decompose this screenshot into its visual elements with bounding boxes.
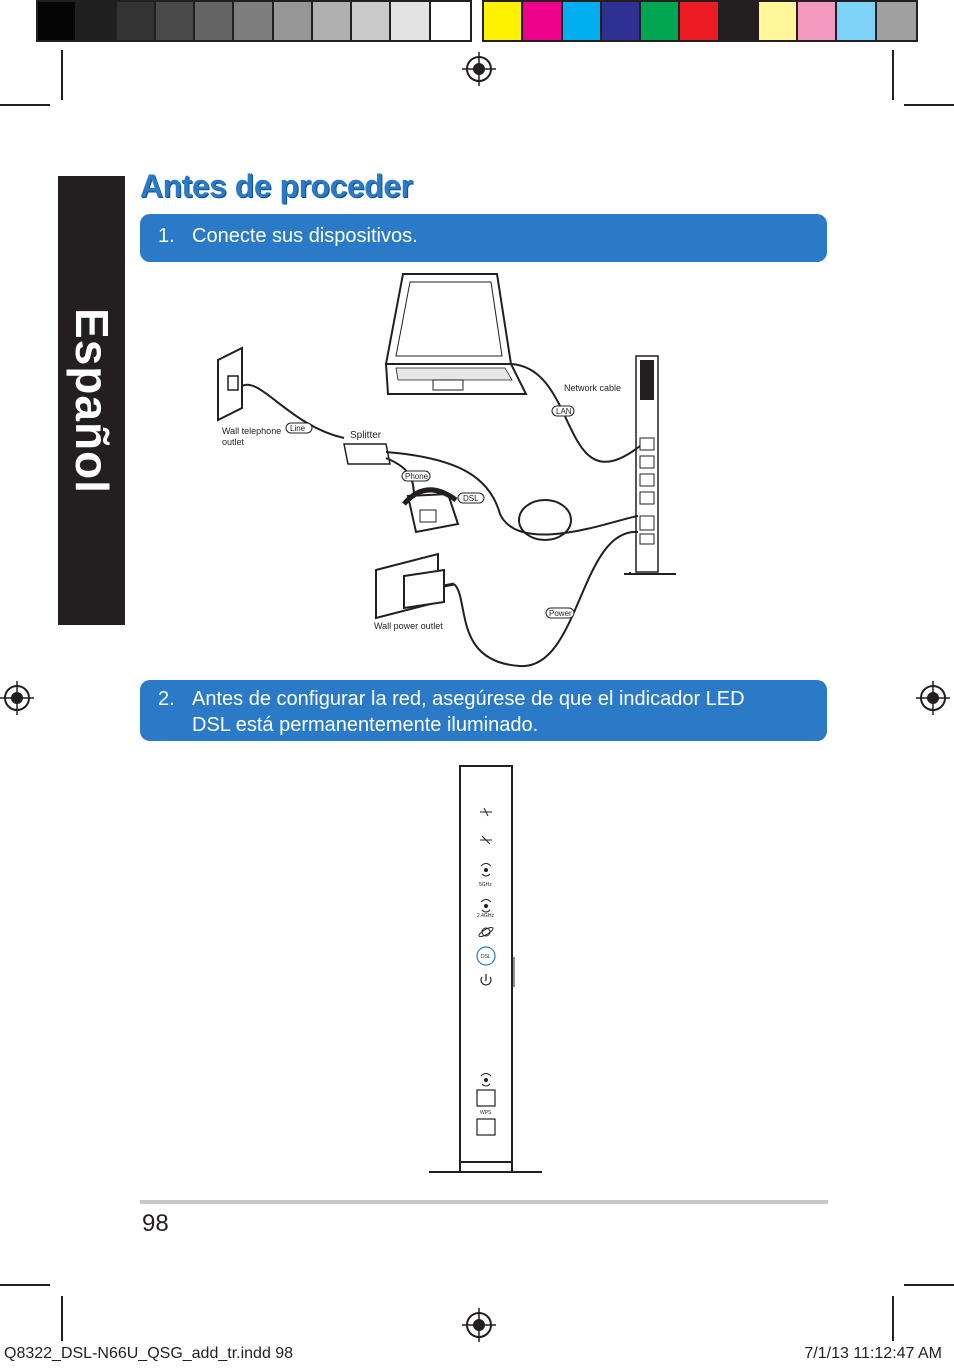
registration-mark-icon bbox=[916, 681, 950, 715]
color-swatch bbox=[273, 2, 313, 40]
color-swatch bbox=[758, 2, 799, 40]
slug-datetime: 7/1/13 11:12:47 AM bbox=[804, 1345, 942, 1362]
wall-telephone-label-2: outlet bbox=[222, 437, 245, 447]
wall-telephone-label: Wall telephone bbox=[222, 426, 281, 436]
led-24ghz-label: 2.4GHz bbox=[477, 913, 494, 919]
router-front-diagram: 5GHz 2.4GHz DSL WPS bbox=[429, 765, 542, 1173]
trim-mark bbox=[61, 50, 63, 100]
trim-mark bbox=[0, 104, 50, 106]
lan-label: LAN bbox=[556, 407, 572, 416]
color-swatch bbox=[116, 2, 156, 40]
color-swatch bbox=[680, 2, 720, 40]
trim-mark bbox=[0, 1284, 50, 1286]
step-text: Antes de configurar la red, asegúrese de… bbox=[192, 686, 807, 738]
splitter-label: Splitter bbox=[350, 430, 382, 441]
line-label: Line bbox=[290, 424, 306, 433]
color-swatch bbox=[876, 2, 916, 40]
laptop-icon bbox=[384, 273, 528, 395]
language-tab bbox=[58, 176, 125, 625]
language-tab-label-wrap: Español bbox=[58, 176, 125, 625]
lan-icon bbox=[480, 835, 492, 845]
color-swatch bbox=[523, 2, 563, 40]
led-dsl-label: DSL bbox=[481, 954, 491, 960]
network-cable-label: Network cable bbox=[564, 383, 621, 393]
color-swatch bbox=[484, 2, 524, 40]
color-swatch bbox=[38, 2, 78, 40]
internet-icon bbox=[478, 926, 494, 938]
color-swatch bbox=[562, 2, 602, 40]
step-2-banner: 2. Antes de configurar la red, asegúrese… bbox=[140, 680, 827, 741]
slug-filename: Q8322_DSL-N66U_QSG_add_tr.indd 98 bbox=[4, 1345, 294, 1362]
color-swatch bbox=[601, 2, 642, 40]
dsl-label: DSL bbox=[463, 494, 479, 503]
wall-power-outlet-icon bbox=[375, 552, 455, 620]
trim-mark bbox=[892, 1296, 894, 1341]
reset-button-icon bbox=[476, 1118, 496, 1136]
trim-mark bbox=[61, 1296, 63, 1341]
step-number: 1. bbox=[158, 225, 175, 247]
wall-telephone-outlet-icon bbox=[217, 346, 243, 422]
color-swatch bbox=[195, 2, 235, 40]
step-number: 2. bbox=[158, 688, 175, 710]
language-tab-label: Español bbox=[65, 307, 118, 494]
footer-rule bbox=[140, 1200, 828, 1204]
dsl-led-highlight bbox=[476, 946, 496, 966]
phone-label: Phone bbox=[405, 472, 429, 481]
page-title: Antes de proceder bbox=[140, 168, 413, 204]
page-number: 98 bbox=[142, 1210, 169, 1237]
wps-icon bbox=[480, 1073, 492, 1087]
color-swatch bbox=[430, 2, 470, 40]
step-1-banner: 1. Conecte sus dispositivos. bbox=[140, 214, 827, 262]
splitter-icon bbox=[343, 443, 391, 465]
trim-mark bbox=[904, 104, 954, 106]
wall-power-outlet-label: Wall power outlet bbox=[374, 621, 443, 631]
step-text-line-1: Antes de configurar la red, asegúrese de… bbox=[192, 688, 745, 710]
color-swatch bbox=[837, 2, 877, 40]
step-text-line-2: DSL está permanentemente iluminado. bbox=[192, 714, 539, 736]
color-swatch bbox=[312, 2, 353, 40]
color-swatch bbox=[391, 2, 431, 40]
wifi-24ghz-icon bbox=[480, 899, 492, 913]
color-swatch bbox=[798, 2, 838, 40]
trim-mark bbox=[904, 1284, 954, 1286]
color-swatch bbox=[77, 2, 117, 40]
telephone-icon bbox=[402, 487, 460, 534]
color-swatch bbox=[641, 2, 681, 40]
registration-mark-icon bbox=[462, 52, 496, 86]
registration-mark-icon bbox=[0, 681, 34, 715]
led-5ghz-label: 5GHz bbox=[479, 882, 492, 888]
power-icon bbox=[480, 974, 492, 986]
power-label: Power bbox=[549, 609, 572, 618]
step-text: Conecte sus dispositivos. bbox=[192, 225, 418, 247]
connection-diagram: Network cable LAN Wall telephone outlet … bbox=[217, 273, 676, 668]
process-color-bar bbox=[482, 0, 918, 42]
wifi-5ghz-icon bbox=[480, 863, 492, 877]
gray-color-bar bbox=[36, 0, 472, 42]
color-swatch bbox=[719, 2, 759, 40]
usb-icon bbox=[480, 807, 492, 817]
router-icon bbox=[624, 355, 676, 575]
trim-mark bbox=[892, 50, 894, 100]
color-swatch bbox=[352, 2, 392, 40]
color-swatch bbox=[234, 2, 274, 40]
color-swatch bbox=[155, 2, 196, 40]
wps-label: WPS bbox=[480, 1110, 492, 1116]
wps-button-icon bbox=[476, 1089, 496, 1107]
registration-mark-icon bbox=[462, 1308, 496, 1342]
